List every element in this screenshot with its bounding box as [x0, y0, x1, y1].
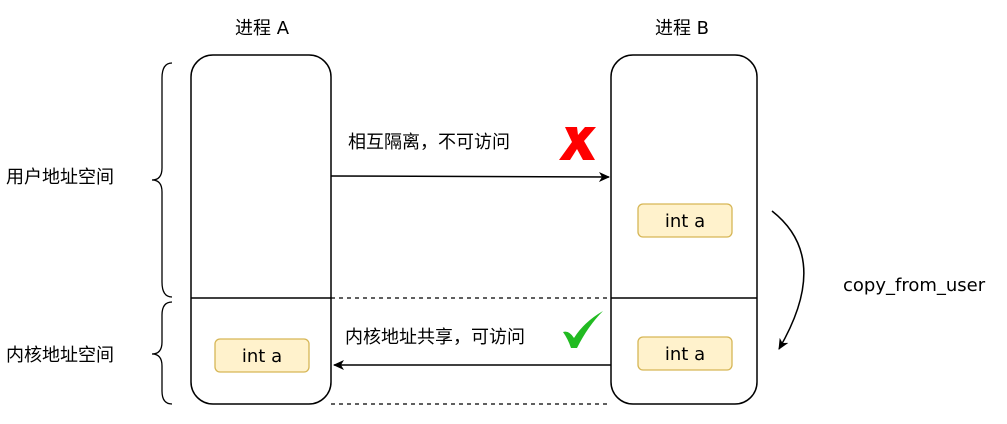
var-label: int a [665, 211, 705, 232]
process-b-title: 进程 B [655, 18, 709, 39]
process-b-user-var: int a [637, 203, 733, 238]
copy-from-user-arrow [771, 210, 805, 350]
user-space-brace [151, 62, 173, 298]
process-a-box [190, 54, 332, 405]
var-box [637, 336, 733, 371]
var-box [214, 338, 310, 373]
var-box [637, 203, 733, 238]
process-a-title: 进程 A [235, 18, 290, 39]
var-label: int a [242, 346, 282, 367]
user-access-label: 相互隔离，不可访问 [348, 132, 510, 153]
denied-cross-icon [559, 127, 596, 160]
user-space-label: 用户地址空间 [6, 167, 114, 188]
kernel-access-label: 内核地址共享，可访问 [345, 327, 525, 348]
kernel-space-label: 内核地址空间 [6, 345, 114, 366]
copy-from-user-label: copy_from_user [843, 275, 986, 296]
user-access-arrow [330, 171, 610, 182]
var-label: int a [665, 344, 705, 365]
process-b-kernel-var: int a [637, 336, 733, 371]
process-a-kernel-var: int a [214, 338, 310, 373]
allowed-check-icon [563, 311, 603, 348]
kernel-space-brace [151, 301, 173, 405]
